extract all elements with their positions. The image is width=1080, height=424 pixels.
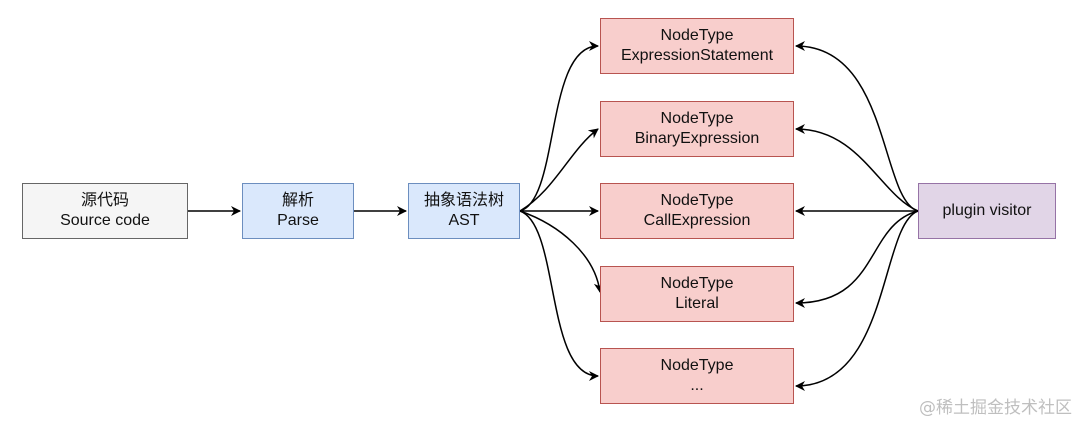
nodetype-name: ExpressionStatement bbox=[620, 47, 774, 64]
parse-label-en: Parse bbox=[277, 212, 319, 229]
source-code-label-en: Source code bbox=[60, 212, 150, 229]
plugin-visitor-node: plugin visitor bbox=[918, 183, 1056, 239]
edge-plugin-to-literal bbox=[795, 210, 919, 308]
source-code-node: 源代码 Source code bbox=[22, 183, 188, 239]
parse-node: 解析 Parse bbox=[242, 183, 354, 239]
nodetype-label: NodeType bbox=[660, 357, 734, 374]
nodetype-label: NodeType bbox=[660, 275, 734, 292]
edge-plugin-to-binaryexpression bbox=[795, 124, 919, 212]
nodetype-name: BinaryExpression bbox=[634, 130, 760, 147]
edge-ast-to-expressionstatement bbox=[519, 41, 599, 212]
edge-plugin-to-expressionstatement bbox=[795, 41, 919, 212]
edge-ast-to-ellipsis bbox=[519, 210, 599, 381]
nodetype-label: NodeType bbox=[660, 192, 734, 209]
parse-label-cn: 解析 bbox=[281, 192, 314, 209]
nodetype-label: NodeType bbox=[660, 27, 734, 44]
watermark: @稀土掘金技术社区 bbox=[919, 398, 1072, 418]
ast-node: 抽象语法树 AST bbox=[408, 183, 520, 239]
nodetype-label: NodeType bbox=[660, 110, 734, 127]
nodetype-literal-node: NodeType Literal bbox=[600, 266, 794, 322]
edge-ast-to-binaryexpression bbox=[519, 128, 599, 212]
edge-ast-to-literal bbox=[519, 210, 604, 293]
plugin-visitor-label: plugin visitor bbox=[942, 202, 1032, 219]
nodetype-name: ... bbox=[690, 377, 704, 394]
ast-label-en: AST bbox=[448, 212, 480, 229]
nodetype-callexpression-node: NodeType CallExpression bbox=[600, 183, 794, 239]
ast-label-cn: 抽象语法树 bbox=[423, 192, 504, 209]
nodetype-name: CallExpression bbox=[643, 212, 751, 229]
edge-plugin-to-ellipsis bbox=[795, 210, 919, 391]
nodetype-ellipsis-node: NodeType ... bbox=[600, 348, 794, 404]
nodetype-name: Literal bbox=[675, 295, 719, 312]
nodetype-expressionstatement-node: NodeType ExpressionStatement bbox=[600, 18, 794, 74]
nodetype-binaryexpression-node: NodeType BinaryExpression bbox=[600, 101, 794, 157]
source-code-label-cn: 源代码 bbox=[80, 192, 129, 209]
